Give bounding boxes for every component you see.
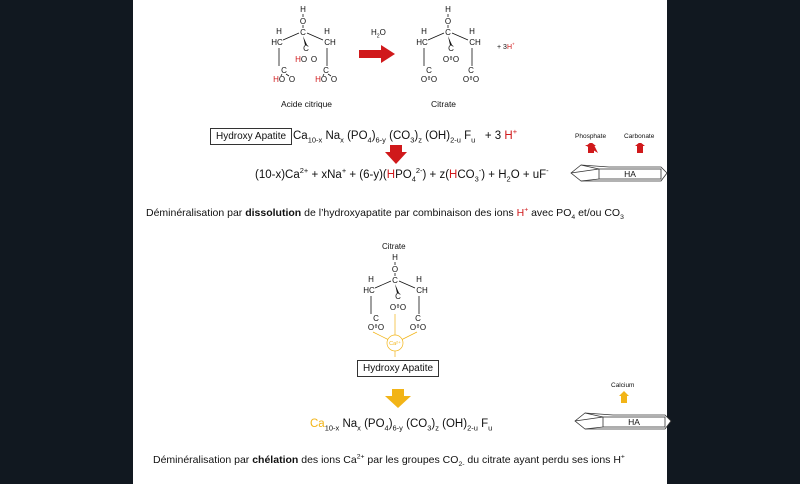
svg-text:O: O: [410, 323, 416, 332]
atom-o: O: [321, 75, 327, 84]
calcium-ion: Ca²⁺: [389, 340, 401, 347]
down-arrow-red: [385, 145, 407, 164]
ha-label-2: HA: [628, 417, 640, 427]
svg-text:CH: CH: [469, 38, 481, 47]
svg-text:C: C: [373, 314, 379, 323]
down-arrow-gold: [385, 389, 411, 408]
svg-text:H: H: [469, 27, 475, 36]
svg-text:C: C: [468, 66, 474, 75]
svg-text:θ: θ: [397, 304, 400, 310]
chelation-caption: Déminéralisation par chélation des ions …: [153, 453, 625, 469]
svg-text:θ: θ: [450, 56, 453, 62]
reactant-label: Acide citrique: [281, 99, 333, 109]
svg-text:O: O: [421, 75, 427, 84]
svg-text:O: O: [368, 323, 374, 332]
atom-c: C: [323, 66, 329, 75]
atom-hc: HC: [271, 38, 283, 47]
svg-text:C: C: [426, 66, 432, 75]
hydroxyapatite-crystal-2: HA: [574, 391, 672, 430]
atom-h: H: [300, 5, 306, 14]
byproduct: + 3H+: [497, 41, 515, 51]
svg-text:θ: θ: [375, 324, 378, 330]
atom-c: C: [300, 28, 306, 37]
atom-c: C: [303, 44, 309, 53]
atom-h-acid: H: [273, 75, 279, 84]
atom-o: O: [301, 55, 307, 64]
ha-label: HA: [624, 169, 636, 179]
svg-text:O: O: [463, 75, 469, 84]
svg-text:θ: θ: [428, 76, 431, 82]
svg-text:H: H: [445, 5, 451, 14]
svg-text:O: O: [443, 55, 449, 64]
atom-o: O: [300, 17, 306, 26]
svg-text:C: C: [445, 28, 451, 37]
hydroxyapatite-crystal: HA: [570, 143, 668, 182]
svg-text:H: H: [392, 253, 398, 262]
reaction-arrow: [359, 45, 395, 63]
citrate-structure: H O C H H HC CH C O O C O O C O O θ θ θ: [416, 5, 481, 84]
svg-text:C: C: [415, 314, 421, 323]
hydroxyapatite-box: Hydroxy Apatite: [210, 128, 293, 145]
chelation-citrate-label: Citrate: [382, 242, 406, 251]
atom-h: H: [324, 27, 330, 36]
svg-text:O: O: [378, 323, 384, 332]
svg-text:O: O: [392, 265, 398, 274]
atom-o: O: [311, 55, 317, 64]
atom-ch: CH: [324, 38, 336, 47]
svg-text:O: O: [453, 55, 459, 64]
atom-h: H: [276, 27, 282, 36]
svg-text:C: C: [395, 292, 401, 301]
proton: H+: [506, 41, 515, 51]
chelation-hydroxyapatite-box: Hydroxy Apatite: [357, 360, 440, 377]
svg-text:HC: HC: [416, 38, 428, 47]
chelation-formula: Ca10-x Nax (PO4)6-y (CO3)z (OH)2-u Fu: [310, 418, 493, 433]
atom-h-acid: H: [315, 75, 321, 84]
atom-o: O: [289, 75, 295, 84]
svg-text:C: C: [392, 276, 398, 285]
svg-text:O: O: [473, 75, 479, 84]
svg-text:H: H: [421, 27, 427, 36]
svg-text:CH: CH: [416, 286, 428, 295]
dissolution-caption: Déminéralisation par dissolution de l’hy…: [146, 206, 624, 222]
phosphate-label: Phosphate: [575, 133, 607, 140]
atom-o: O: [279, 75, 285, 84]
apatite-formula: Ca10-x Nax (PO4)6-y (CO3)z (OH)2-u Fu + …: [293, 127, 518, 145]
svg-text:O: O: [400, 303, 406, 312]
svg-text:HC: HC: [363, 286, 375, 295]
svg-text:O: O: [431, 75, 437, 84]
atom-o: O: [331, 75, 337, 84]
svg-text:O: O: [445, 17, 451, 26]
product-label: Citrate: [431, 99, 457, 109]
byproduct-prefix: + 3: [497, 44, 507, 51]
carbonate-label: Carbonate: [624, 133, 655, 140]
svg-text:θ: θ: [417, 324, 420, 330]
citric-acid-structure: H O C H H HC CH C H O O C H O O C H O O: [271, 5, 337, 84]
atom-h-acid: H: [295, 55, 301, 64]
dissolution-products: (10-x)Ca2+ + xNa+ + (6-y)(HPO42-) + z(HC…: [255, 166, 549, 184]
calcium-label: Calcium: [611, 382, 635, 389]
svg-text:C: C: [448, 44, 454, 53]
citrate-chelation-structure: Ca²⁺ H O C H H HC CH C O O C O O C O O θ…: [363, 253, 428, 357]
svg-text:θ: θ: [470, 76, 473, 82]
atom-c: C: [281, 66, 287, 75]
svg-text:O: O: [420, 323, 426, 332]
svg-text:H: H: [416, 275, 422, 284]
reagent-label: H2O: [371, 28, 386, 40]
svg-text:O: O: [390, 303, 396, 312]
slide: H O C H H HC CH C H O O C H O O C H O O: [133, 0, 672, 484]
svg-text:H: H: [368, 275, 374, 284]
